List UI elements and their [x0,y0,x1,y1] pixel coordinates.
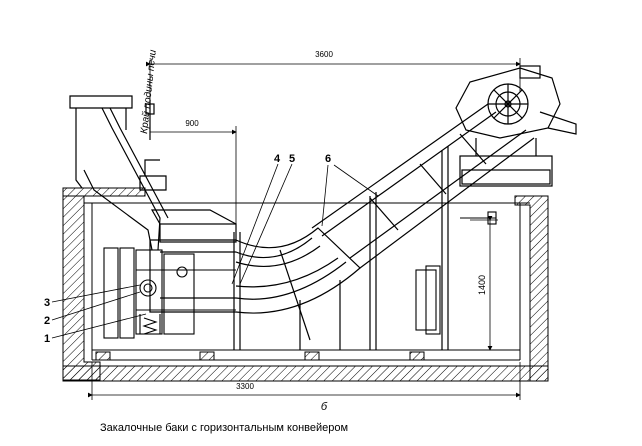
callout-4: 4 [274,153,281,165]
figure-caption: Закалочные баки с горизонтальным конвейе… [100,422,349,434]
tensioner-mechanism [103,247,236,339]
dimension-900: 900 [185,119,199,128]
dimension-lines [88,58,521,400]
conveyor-trough [149,209,361,314]
inclined-conveyor [311,103,535,269]
side-cooler [415,211,497,335]
dimension-1400: 1400 [477,275,487,295]
support-posts [233,146,449,350]
leader-lines [51,163,379,339]
callout-1: 1 [44,333,50,345]
callout-6: 6 [325,153,331,165]
furnace-chute [69,95,169,251]
callout-3: 3 [44,297,50,309]
tank-pit [62,187,549,382]
floor-supports [95,351,425,361]
callout-5: 5 [289,153,295,165]
dimension-3300: 3300 [236,382,254,391]
dimension-3600: 3600 [315,50,333,59]
tank-inner [84,202,530,361]
dimension-mark-b: б [321,401,328,413]
furnace-edge-label: Край подины печи [139,49,159,135]
drive-station [455,65,577,187]
callout-2: 2 [44,315,50,327]
